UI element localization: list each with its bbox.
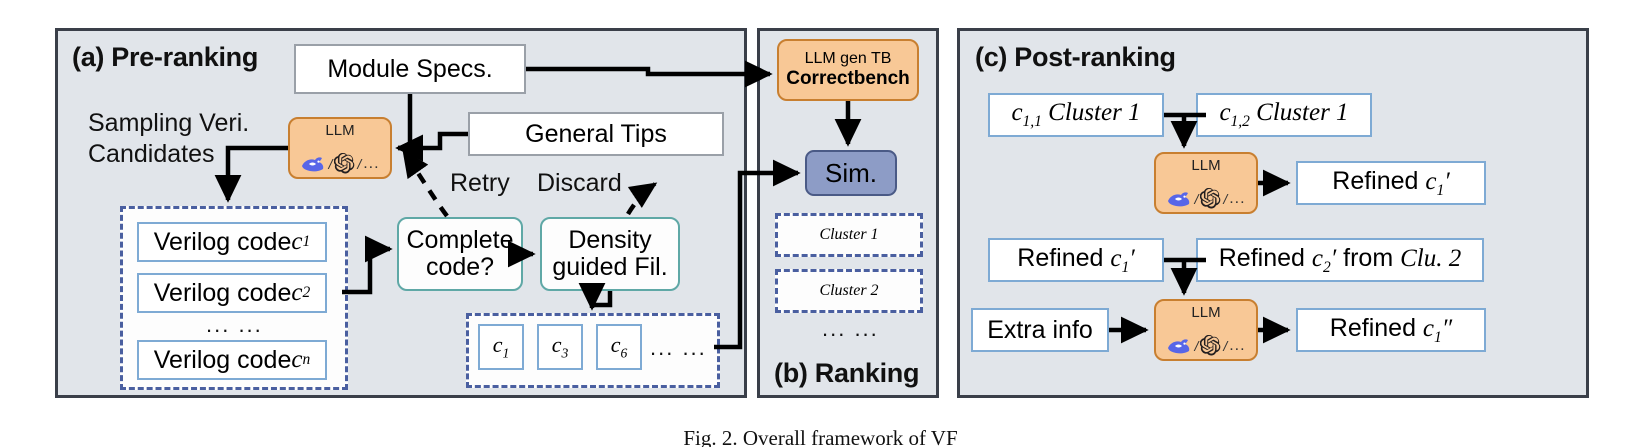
openai-icon [1200,188,1221,209]
openai-icon [334,153,355,174]
panel-c-title: (c) Post-ranking [975,42,1176,72]
refined-c1-output-box: Refined c1′ [1296,161,1486,205]
deepseek-whale-icon [1168,191,1190,206]
cluster-1-box: Cluster 1 [775,213,923,257]
llm-logo-row: / / ... [290,153,390,174]
deepseek-whale-icon [1168,338,1190,353]
llm-ellipsis: ... [363,154,380,172]
figure-caption: Fig. 2. Overall framework of VF [683,426,958,447]
llm-logo-row-c2: / / ... [1156,335,1256,356]
llm-ellipsis: ... [1229,189,1246,207]
llm-box-pre-ranking: LLM / / ... [288,117,392,179]
survivor-chip-c6-label: c6 [610,332,628,361]
refined-c1-input-box: Refined c1′ [988,238,1164,282]
llm-separator-2: / [357,155,362,172]
llm-logo-row-c1: / / ... [1156,188,1256,209]
general-tips-box: General Tips [468,112,724,156]
correctbench-box: LLM gen TB Correctbench [777,39,919,101]
sampling-label-line1: Sampling Veri. [88,109,250,137]
survivor-chip-c6: c6 [596,324,642,370]
llm-caption: LLM [325,122,355,139]
complete-code-box: Complete code? [397,217,523,291]
survivor-ellipsis: ... ... [650,335,707,360]
survivor-chip-c3: c3 [537,324,583,370]
cluster-ellipsis: ... ... [822,316,879,341]
discard-label: Discard [537,169,622,197]
refined-c1-double-prime-box: Refined c1″ [1296,308,1486,352]
density-filter-line2: guided Fil. [552,253,668,281]
panel-b-title: (b) Ranking [774,358,920,388]
panel-a-title: (a) Pre-ranking [72,42,259,72]
density-filter-box: Density guided Fil. [540,217,680,291]
llm-separator-2: / [1223,190,1228,207]
cluster1-candidate-1-box: c1,1 Cluster 1 [988,93,1164,137]
sim-box: Sim. [805,150,897,196]
module-specs-box: Module Specs. [294,44,526,94]
cluster1-candidate-1-label: c1,1 Cluster 1 [1011,99,1141,130]
testbench-line2: Correctbench [786,68,910,89]
llm-separator-1: / [328,155,333,172]
survivor-chip-c1-label: c1 [492,332,510,361]
extra-info-label: Extra info [987,315,1093,344]
llm-caption-c1: LLM [1191,157,1221,174]
llm-separator-2: / [1223,337,1228,354]
survivor-chip-c3-label: c3 [551,332,569,361]
refined-c1-double-prime-label: Refined c1″ [1329,313,1453,346]
cluster1-candidate-2-box: c1,2 Cluster 1 [1196,93,1372,137]
refined-c2-from-clu2-label: Refined c2′ from Clu. 2 [1218,243,1462,276]
llm-separator-1: / [1194,190,1199,207]
cluster1-candidate-2-label: c1,2 Cluster 1 [1219,99,1349,130]
llm-box-post-ranking-2: LLM / / ... [1154,299,1258,361]
complete-code-line2: code? [425,253,495,281]
candidate-ellipsis: ... ... [206,312,263,337]
complete-code-line1: Complete [406,226,514,254]
cluster-2-box: Cluster 2 [775,269,923,313]
sampling-candidates-label: Sampling Veri. Candidates [88,108,249,169]
llm-separator-1: / [1194,337,1199,354]
deepseek-whale-icon [302,156,324,171]
llm-caption-c2: LLM [1191,304,1221,321]
llm-ellipsis: ... [1229,336,1246,354]
refined-c1-input-label: Refined c1′ [1017,243,1135,276]
survivor-chip-c1: c1 [478,324,524,370]
testbench-line1: LLM gen TB [804,50,892,67]
refined-c1-output-label: Refined c1′ [1332,166,1450,199]
openai-icon [1200,335,1221,356]
sampling-label-line2: Candidates [88,139,215,168]
density-filter-line1: Density [568,226,652,254]
llm-box-post-ranking-1: LLM / / ... [1154,152,1258,214]
refined-c2-from-clu2-box: Refined c2′ from Clu. 2 [1196,238,1484,282]
retry-label: Retry [450,169,510,197]
extra-info-box: Extra info [971,308,1109,352]
